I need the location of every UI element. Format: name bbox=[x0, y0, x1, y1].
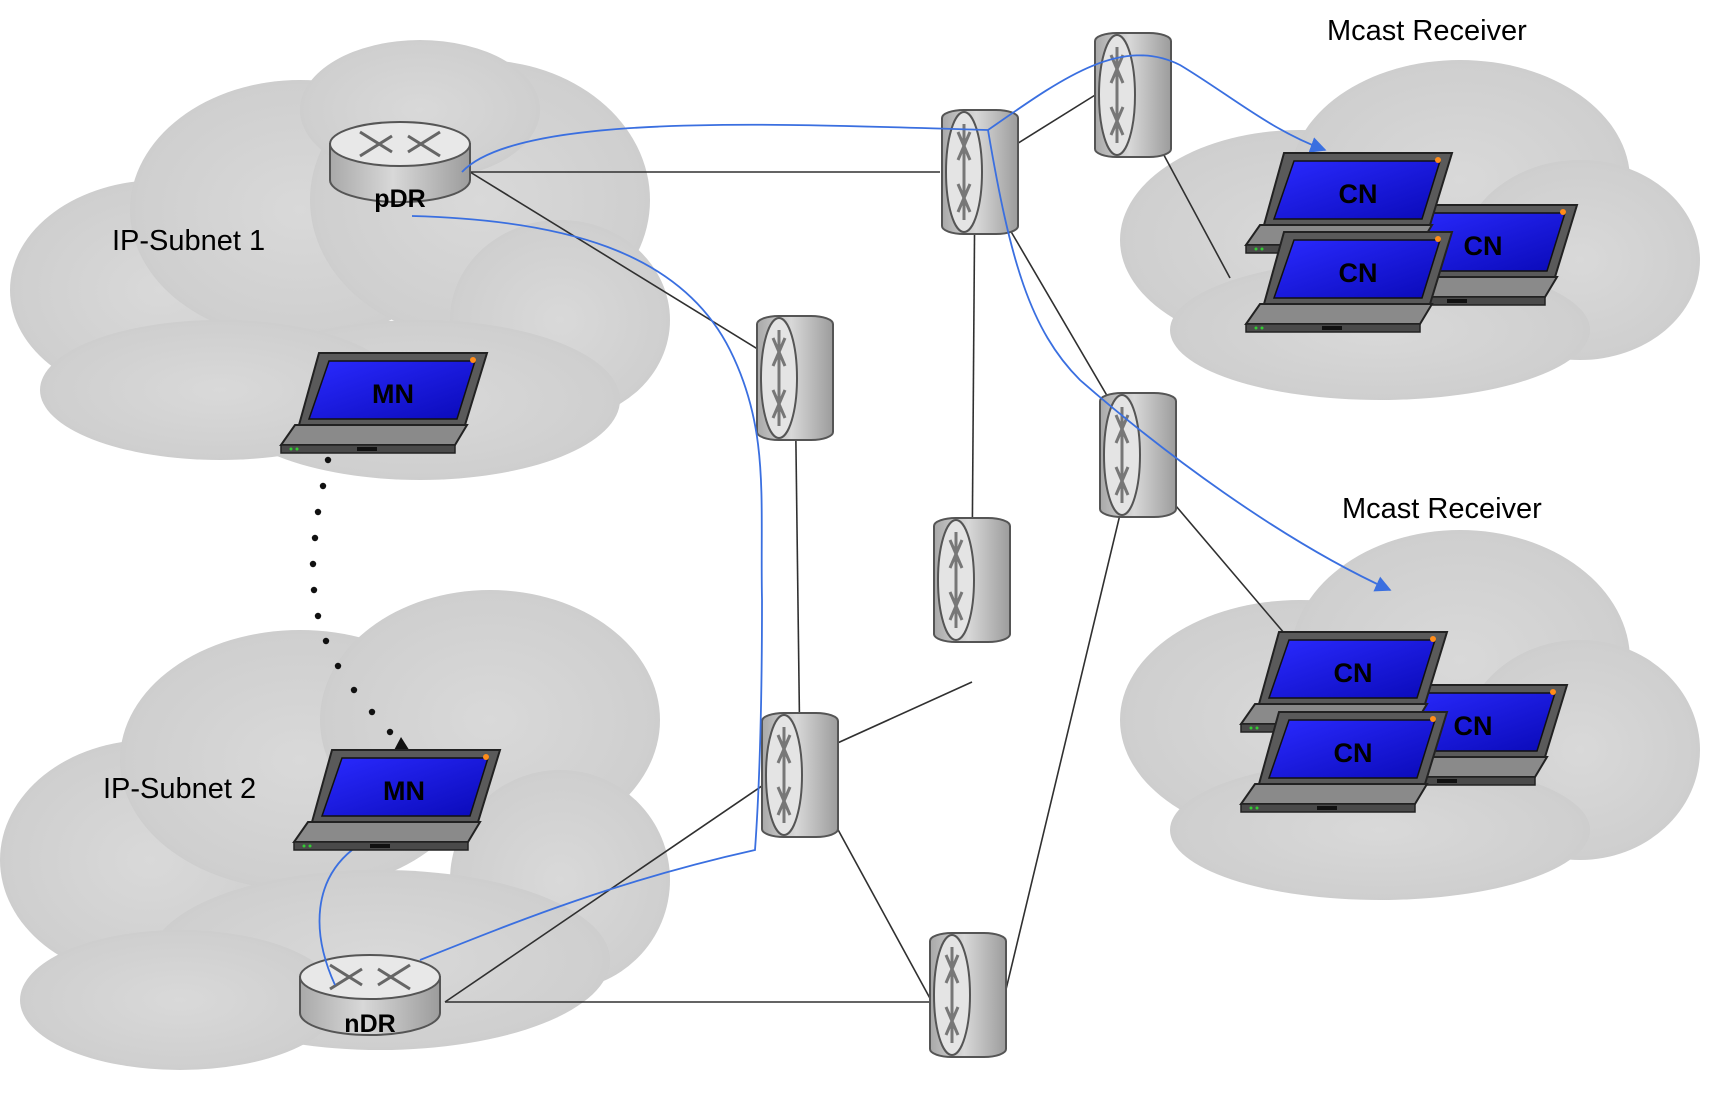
cn-label: CN bbox=[1334, 658, 1373, 688]
router-core-6 bbox=[760, 711, 840, 839]
router-core-5 bbox=[932, 516, 1012, 644]
cn-label: CN bbox=[1464, 231, 1503, 261]
router-ndr: nDR bbox=[298, 953, 442, 1038]
cn-label: CN bbox=[1339, 179, 1378, 209]
mn-old-label: MN bbox=[372, 379, 414, 409]
router-core-2 bbox=[1093, 31, 1173, 159]
cn-label: CN bbox=[1334, 738, 1373, 768]
laptop-mn-old: MN bbox=[280, 352, 488, 454]
laptop-cn-r1-a: CN bbox=[1370, 204, 1578, 306]
laptop-cn-r2-b: CN bbox=[1240, 631, 1448, 733]
cn-label: CN bbox=[1339, 258, 1378, 288]
multicast-flows bbox=[318, 54, 1392, 986]
laptop-mn-new: MN bbox=[293, 749, 501, 851]
label-ip-subnet-2: IP-Subnet 2 bbox=[103, 773, 256, 805]
laptop-cn-r2-c: CN bbox=[1240, 711, 1448, 813]
laptop-cn-r1-b: CN bbox=[1245, 152, 1453, 254]
mn-new-label: MN bbox=[383, 776, 425, 806]
router-pdr-label: pDR bbox=[374, 185, 425, 213]
label-ip-subnet-1: IP-Subnet 1 bbox=[112, 225, 265, 257]
router-ndr-label: nDR bbox=[344, 1010, 395, 1038]
label-mcast-receiver-2: Mcast Receiver bbox=[1342, 493, 1542, 525]
router-pdr: pDR bbox=[328, 120, 472, 213]
cn-label: CN bbox=[1454, 711, 1493, 741]
laptop-cn-r1-c: CN bbox=[1245, 231, 1453, 333]
router-core-4 bbox=[1098, 391, 1178, 519]
laptop-cn-r2-a: CN bbox=[1360, 684, 1568, 786]
router-core-3 bbox=[755, 314, 835, 442]
router-core-7 bbox=[928, 931, 1008, 1059]
label-mcast-receiver-1: Mcast Receiver bbox=[1327, 15, 1527, 47]
